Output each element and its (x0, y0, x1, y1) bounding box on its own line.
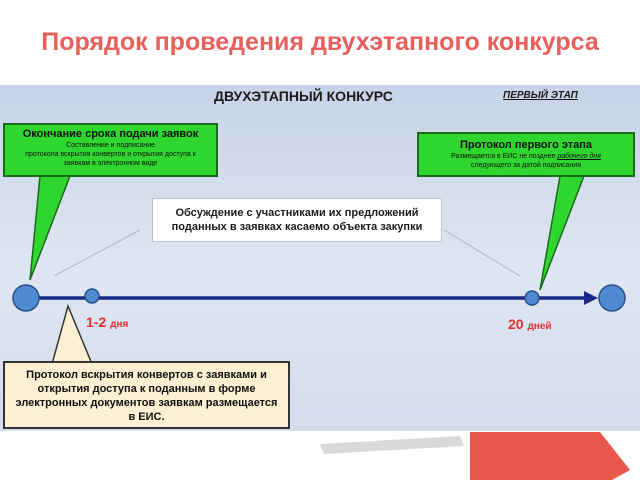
connector-right (443, 229, 521, 277)
callout-protocol-body-1: Размещается в ЕИС не позднее рабочего дн… (419, 152, 633, 161)
timeline-node-end (598, 284, 626, 312)
timeline-node-day2 (84, 288, 100, 304)
callout-protocol-body-2: следующего за датой подписания (471, 162, 581, 169)
callout-protocol-body-prefix: Размещается в ЕИС не позднее (451, 153, 558, 160)
callout-deadline: Окончание срока подачи заявок Составлени… (3, 123, 218, 177)
days-right-number: 20 (508, 316, 524, 332)
protocol-line-2: открытия доступа к поданным в форме (37, 383, 256, 395)
days-label-right: 20 дней (508, 316, 552, 332)
days-left-number: 1-2 (86, 314, 107, 330)
stage-label: ПЕРВЫЙ ЭТАП (503, 90, 578, 101)
diagram-heading: ДВУХЭТАПНЫЙ КОНКУРС (214, 88, 393, 104)
protocol-line-3: электронных документов заявкам размещает… (15, 397, 278, 409)
protocol-line-4: в ЕИС. (128, 411, 165, 423)
callout-first-stage-protocol: Протокол первого этапа Размещается в ЕИС… (417, 132, 635, 177)
decorative-gray-bar (320, 436, 464, 454)
discussion-line-1: Обсуждение с участниками их предложений (175, 207, 419, 219)
timeline-node-start (12, 284, 40, 312)
protocol-line-1: Протокол вскрытия конвертов с заявками и (26, 369, 267, 381)
protocol-box: Протокол вскрытия конвертов с заявками и… (3, 361, 290, 429)
callout-left-tail (29, 175, 72, 281)
slide-title: Порядок проведения двухэтапного конкурса (41, 28, 599, 56)
timeline-arrowhead (584, 291, 598, 305)
callout-deadline-body-2: протокола вскрытия конвертов и открытия … (25, 151, 196, 158)
callout-deadline-body-1: Составление и подписание (66, 142, 155, 149)
discussion-line-2: поданных в заявках касаемо объекта закуп… (171, 221, 423, 233)
callout-deadline-body-3: заявкам в электронном виде (63, 160, 158, 167)
timeline-node-day20 (524, 290, 540, 306)
days-right-unit: дней (527, 321, 552, 332)
callout-right-tail (539, 175, 586, 291)
discussion-box: Обсуждение с участниками их предложений … (152, 198, 442, 242)
decorative-red-arrow (470, 432, 630, 480)
days-left-unit: дня (110, 319, 129, 330)
callout-protocol-body-underlined: рабочего дня (557, 153, 601, 160)
connector-left (53, 229, 141, 277)
callout-deadline-heading: Окончание срока подачи заявок (22, 128, 199, 140)
callout-protocol-heading: Протокол первого этапа (459, 139, 593, 151)
days-label-left: 1-2 дня (86, 314, 128, 330)
